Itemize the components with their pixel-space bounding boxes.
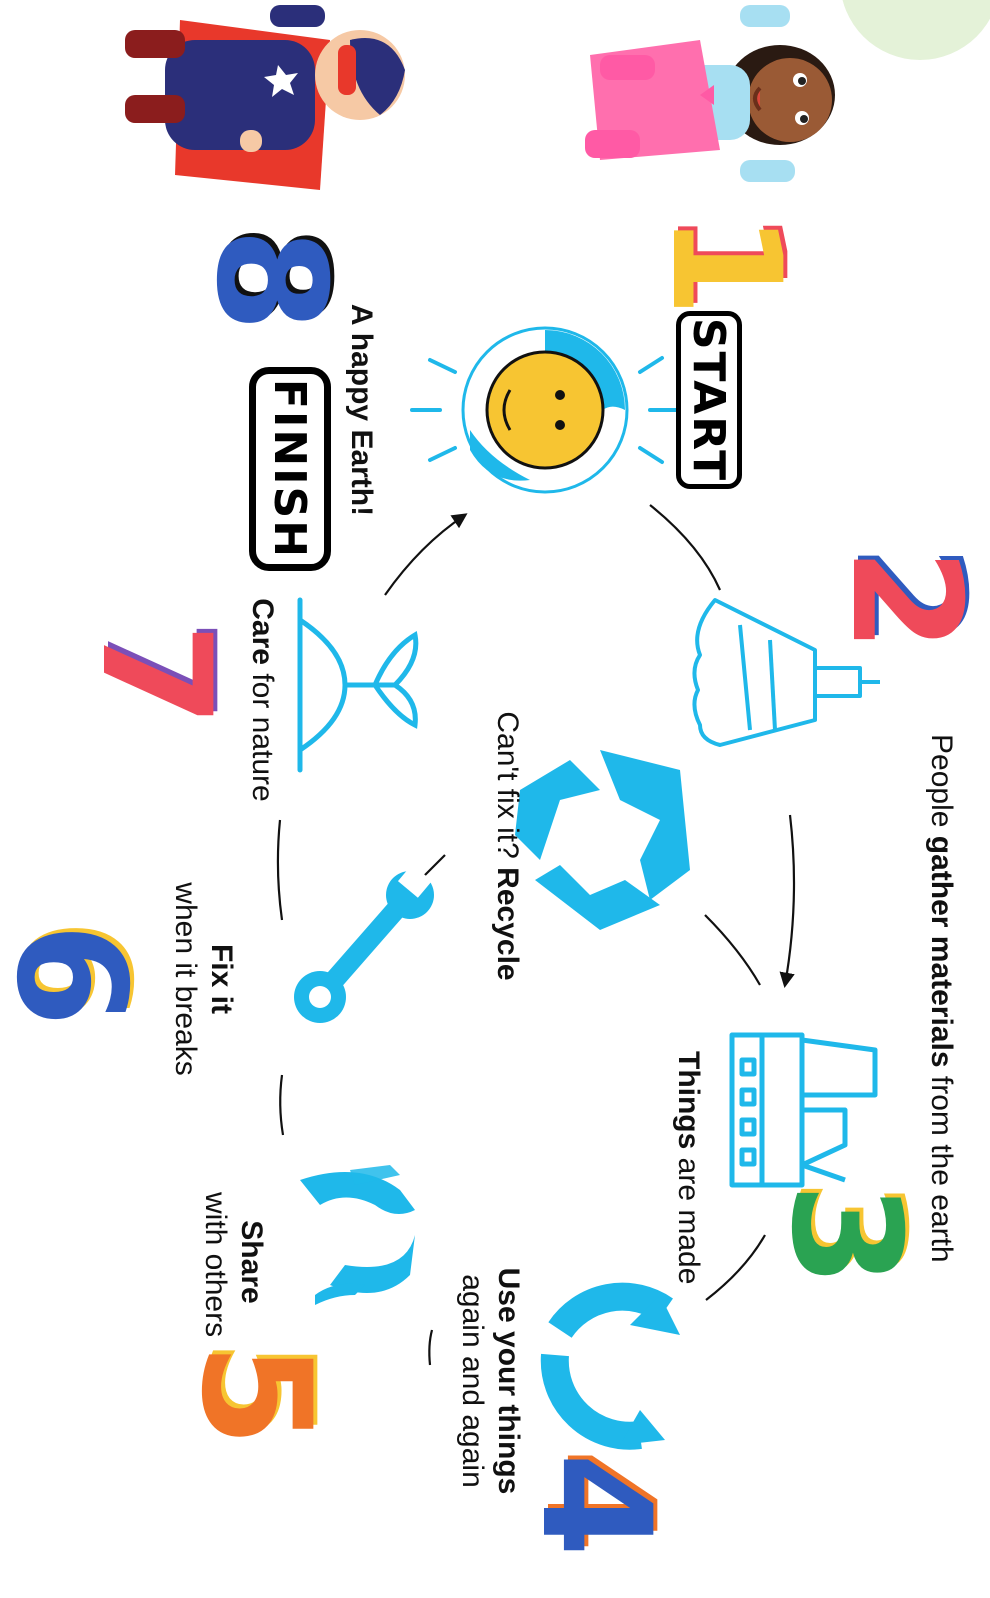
pickaxe-dress-icon	[692, 598, 880, 747]
step-5-number: 5	[168, 1342, 342, 1448]
step-2-number: 2	[818, 547, 990, 653]
step-2-label: People gather materials from the earth	[925, 734, 958, 1263]
finish-label: FINISH	[264, 378, 316, 560]
sprout-icon	[297, 597, 419, 773]
wrench-icon	[294, 864, 434, 1023]
step-8-label: A happy Earth!	[345, 303, 378, 517]
step-8-number: 8	[183, 227, 357, 333]
reuse-arrows-icon	[540, 1282, 680, 1450]
cycle-connectors	[276, 504, 796, 1366]
step-6-number: 6	[0, 922, 157, 1028]
finish-box: FINISH	[249, 367, 331, 571]
happy-earth-icon	[410, 326, 680, 494]
step-3-label: Things are made	[672, 1051, 705, 1285]
start-label: START	[683, 317, 735, 483]
sharing-hands-icon	[300, 1165, 415, 1305]
factory-icon	[729, 1032, 878, 1188]
step-7-label: Care for nature	[246, 598, 279, 802]
recycle-icon	[515, 750, 690, 930]
superhero-girl	[585, 5, 835, 182]
step-7-number: 7	[68, 622, 242, 728]
superhero-boy	[125, 5, 405, 190]
step-1-number: 1	[638, 212, 812, 318]
corner-decoration	[842, 0, 990, 60]
step-3-number: 3	[758, 1182, 932, 1288]
center-recycle-label: Can't fix it? Recycle	[491, 711, 524, 981]
step-4-number: 4	[508, 1452, 682, 1558]
